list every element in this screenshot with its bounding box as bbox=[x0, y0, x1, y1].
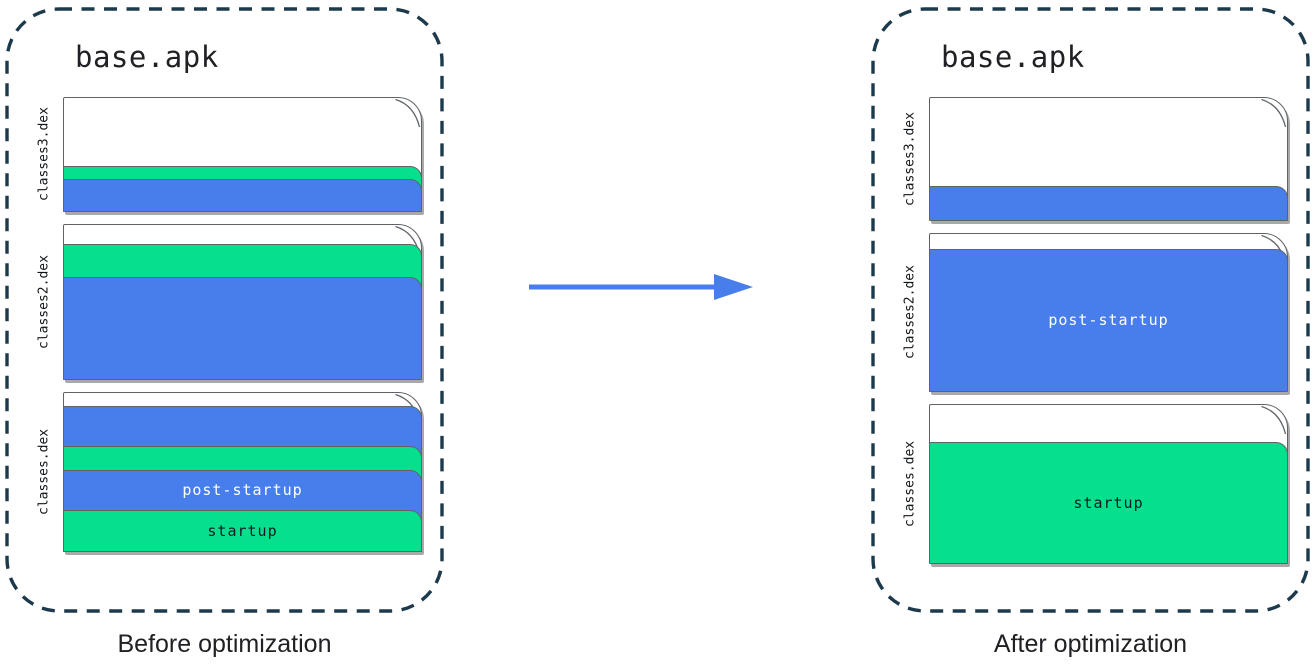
page-fold-icon bbox=[1261, 405, 1287, 435]
dex-file-shape: post-startup startup bbox=[63, 392, 422, 552]
dex-file-shape bbox=[63, 97, 422, 212]
dex-file-row: classes.dex post-startup startup bbox=[25, 392, 422, 552]
green-code-segment bbox=[63, 510, 422, 552]
dex-file-name: classes2.dex bbox=[902, 265, 918, 360]
apk-dashed-border bbox=[5, 7, 444, 613]
blue-code-segment bbox=[63, 178, 422, 212]
dex-file-name: classes.dex bbox=[902, 440, 918, 528]
blue-code-segment bbox=[929, 186, 1288, 221]
dex-file-row: classes2.dex post-startup bbox=[891, 233, 1288, 392]
dex-file-shape bbox=[63, 224, 422, 380]
dex-file-row: classes3.dex bbox=[25, 97, 422, 212]
dex-file-name: classes3.dex bbox=[902, 112, 918, 206]
apk-dashed-border bbox=[871, 7, 1310, 613]
dex-file-shape bbox=[929, 97, 1288, 221]
apk-title: base.apk bbox=[941, 40, 1085, 74]
dex-file-name: classes3.dex bbox=[36, 107, 52, 202]
dex-file-shape: startup bbox=[929, 404, 1288, 564]
apk-title: base.apk bbox=[75, 40, 219, 74]
after-panel: base.apk classes3.dex classes2.dex post-st… bbox=[871, 0, 1310, 667]
page-fold-icon bbox=[1261, 98, 1287, 128]
dex-file-name: classes2.dex bbox=[36, 255, 52, 349]
dex-file-row: classes3.dex bbox=[891, 97, 1288, 221]
optimization-arrow-icon bbox=[529, 274, 753, 300]
dex-file-row: classes2.dex bbox=[25, 224, 422, 380]
post-startup-segment-label: post-startup bbox=[182, 481, 303, 500]
blue-code-segment bbox=[63, 277, 422, 380]
dex-file-row: classes.dex startup bbox=[891, 404, 1288, 564]
blue-code-segment bbox=[929, 248, 1288, 392]
before-caption: Before optimization bbox=[117, 630, 332, 658]
startup-segment-label: startup bbox=[1073, 494, 1144, 513]
dex-file-name: classes.dex bbox=[36, 428, 52, 516]
after-caption: After optimization bbox=[993, 630, 1188, 658]
page-fold-icon bbox=[395, 98, 421, 128]
dex-file-stack: classes3.dex classes2.dex classes.dex post-… bbox=[25, 97, 422, 552]
startup-segment-label: startup bbox=[207, 522, 278, 541]
dex-file-shape: post-startup bbox=[929, 233, 1288, 392]
green-code-segment bbox=[929, 442, 1288, 564]
post-startup-segment-label: post-startup bbox=[1048, 311, 1169, 330]
